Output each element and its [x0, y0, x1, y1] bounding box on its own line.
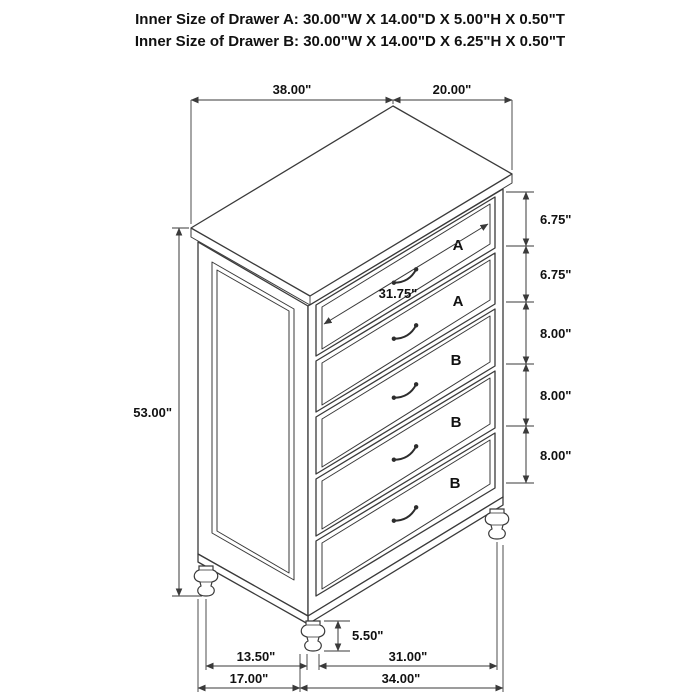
- drawer-b3: [315, 432, 496, 597]
- drawer-label-b2: B: [451, 414, 462, 431]
- drawer-b3-handle-icon: [391, 505, 419, 523]
- dim-leg-spacing-width-label: 31.00": [389, 649, 428, 664]
- dim-opening-width-label: 31.75": [379, 286, 418, 301]
- drawer-label-b1: B: [451, 352, 462, 369]
- drawer-b2: [315, 370, 496, 537]
- drawer-label-b3: B: [450, 475, 461, 492]
- dim-top: 38.00" 20.00": [190, 82, 513, 224]
- dim-base-overall: 17.00" 34.00": [197, 545, 504, 692]
- dim-drawer-b2-height-label: 8.00": [540, 388, 571, 403]
- dim-base-depth-label: 17.00": [230, 671, 269, 686]
- drawer-b1-handle-icon: [391, 382, 419, 400]
- dim-top-depth-label: 20.00": [433, 82, 472, 97]
- front-right-foot: [484, 508, 510, 540]
- dim-leg-spacing: 13.50" 31.00": [205, 542, 498, 670]
- drawer-b2-handle-icon: [391, 444, 419, 462]
- drawer-b-inner-size-title: Inner Size of Drawer B: 30.00"W X 14.00"…: [135, 33, 565, 50]
- front-left-foot: [300, 620, 326, 652]
- drawer-label-a2: A: [453, 293, 464, 310]
- dim-height-label: 53.00": [133, 405, 172, 420]
- dim-leg-height: 5.50": [324, 620, 383, 652]
- dim-drawer-a2-height-label: 6.75": [540, 267, 571, 282]
- dim-leg-height-label: 5.50": [352, 628, 383, 643]
- base-molding: [197, 496, 504, 625]
- drawer-a-inner-size-title: Inner Size of Drawer A: 30.00"W X 14.00"…: [135, 11, 565, 28]
- chest-top-panel: [190, 105, 513, 306]
- dim-height: 53.00": [133, 227, 202, 597]
- dim-drawer-heights: 6.75" 6.75" 8.00" 8.00" 8.00": [506, 191, 571, 484]
- side-inset-panel: [211, 261, 295, 581]
- dim-opening-width: 31.75": [323, 223, 489, 325]
- chest-side-panel: [197, 241, 309, 617]
- back-left-foot: [193, 565, 219, 597]
- dim-drawer-a1-height-label: 6.75": [540, 212, 571, 227]
- chest-drawing: [190, 105, 513, 652]
- dim-base-width-label: 34.00": [382, 671, 421, 686]
- dim-top-width-label: 38.00": [273, 82, 312, 97]
- drawer-b1: [315, 308, 496, 475]
- dim-drawer-b1-height-label: 8.00": [540, 326, 571, 341]
- dim-leg-spacing-depth-label: 13.50": [237, 649, 276, 664]
- dim-drawer-b3-height-label: 8.00": [540, 448, 571, 463]
